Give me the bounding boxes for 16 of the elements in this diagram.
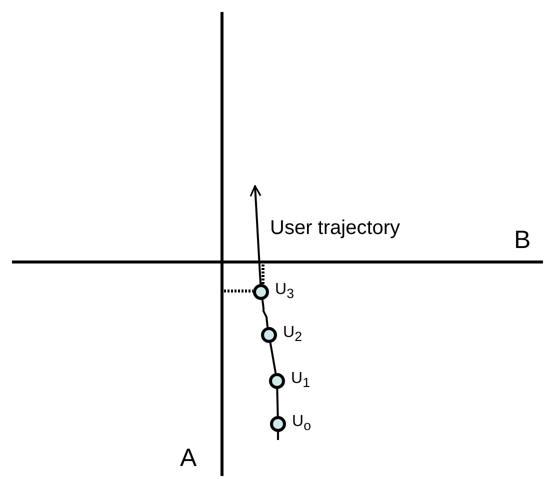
axis-label: B	[514, 228, 531, 253]
axis-label: A	[180, 446, 197, 471]
trajectory-label: User trajectory	[270, 218, 400, 238]
point-label: U$_{2}$	[283, 325, 302, 344]
point-marker	[270, 416, 286, 432]
point-marker	[269, 373, 285, 389]
point-label: U$_{3}$	[275, 282, 294, 301]
point-marker	[253, 284, 269, 300]
point-label: U$_{o}$	[292, 414, 311, 433]
arrow	[250, 185, 262, 284]
point-marker	[261, 327, 277, 343]
trajectory-line	[277, 432, 279, 440]
trajectory-line	[276, 388, 279, 416]
point-label: U$_{1}$	[291, 371, 310, 390]
trajectory-line	[269, 342, 277, 374]
trajectory-line	[261, 300, 269, 328]
